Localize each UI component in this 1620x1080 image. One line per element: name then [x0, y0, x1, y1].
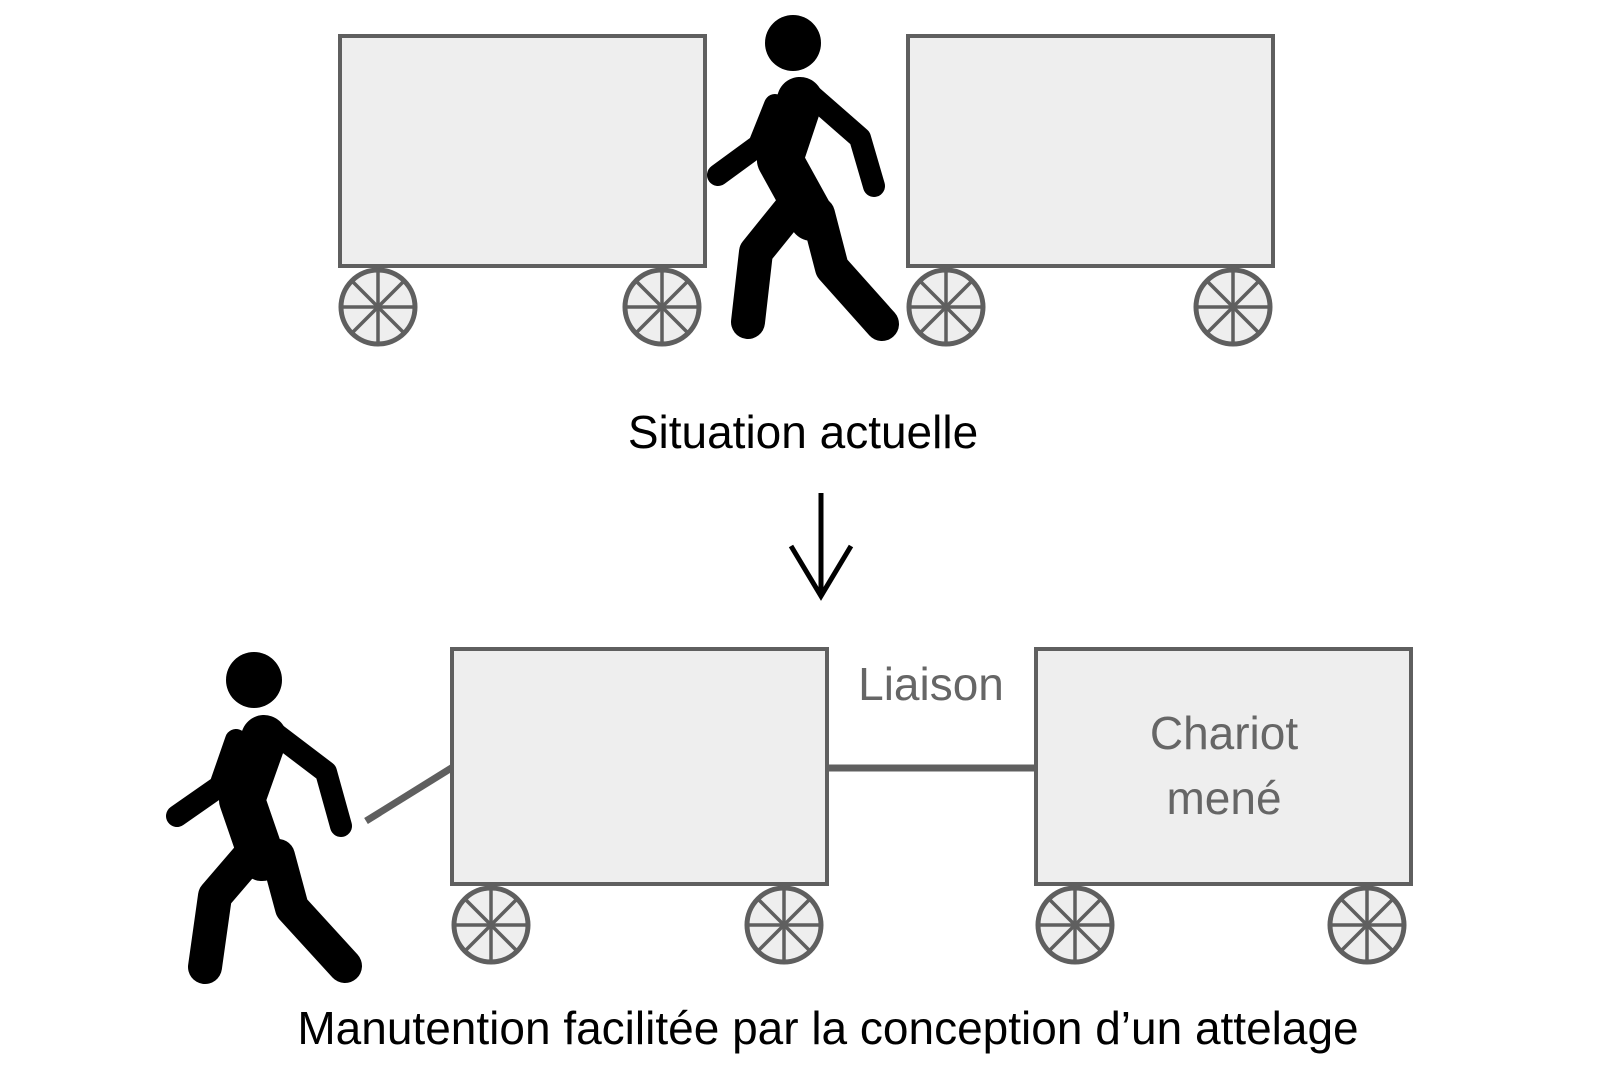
person-top-front-arm	[801, 85, 885, 197]
cart-bottom-leading-wheel-front	[744, 885, 824, 965]
person-bottom-back-arm	[166, 729, 247, 827]
led-cart-label-line2: mené	[1166, 772, 1281, 824]
cart-top-right-body	[906, 34, 1275, 268]
walking-person-top	[707, 15, 899, 341]
person-top-head	[765, 15, 821, 71]
down-arrow-icon	[788, 493, 854, 601]
cart-top-left-wheel-rear	[338, 267, 418, 347]
person-bottom-front-leg	[261, 839, 362, 983]
cart-top-left-wheel-front	[622, 267, 702, 347]
cart-top-right-wheel-front-spoke	[1207, 281, 1259, 333]
caption-hitch-solution: Manutention facilitée par la conception …	[297, 1002, 1358, 1054]
cart-top-right-wheel-rear-spoke	[920, 281, 972, 333]
person-bottom-front-arm	[265, 723, 352, 837]
person-bottom-head	[226, 652, 282, 708]
cart-bottom-leading	[450, 647, 829, 965]
hitch-solution-scene: Chariot mené Liaison Manutention facilit…	[166, 647, 1413, 1054]
tow-bar	[364, 764, 455, 824]
cart-top-left	[338, 34, 707, 347]
cart-top-right	[906, 34, 1275, 347]
cart-bottom-leading-body	[450, 647, 829, 886]
cart-bottom-leading-wheel-rear	[451, 885, 531, 965]
cart-bottom-led-wheel-rear-spoke	[1049, 899, 1101, 951]
cart-top-right-wheel-front	[1193, 267, 1273, 347]
link-label: Liaison	[858, 658, 1004, 710]
walking-person-bottom	[166, 652, 362, 984]
cart-top-right-wheel-rear	[906, 267, 986, 347]
cart-top-left-wheel-rear-spoke	[352, 281, 404, 333]
cart-bottom-led-wheel-front	[1327, 885, 1407, 965]
person-top-back-arm	[707, 94, 786, 186]
cart-top-left-body	[338, 34, 707, 268]
led-cart-label-line1: Chariot	[1150, 707, 1299, 759]
caption-current-situation: Situation actuelle	[628, 406, 978, 458]
current-situation-scene: Situation actuelle	[338, 15, 1275, 458]
cart-bottom-leading-wheel-front-spoke	[758, 899, 810, 951]
cart-bottom-led-wheel-rear	[1035, 885, 1115, 965]
cart-top-left-wheel-front-spoke	[636, 281, 688, 333]
cart-bottom-leading-wheel-rear-spoke	[465, 899, 517, 951]
cart-bottom-led-body	[1034, 647, 1413, 886]
person-bottom-back-leg	[188, 829, 275, 984]
cart-bottom-led: Chariot mené	[1034, 647, 1413, 965]
person-top-front-leg	[801, 197, 899, 341]
person-top-back-leg	[731, 183, 815, 339]
cart-bottom-led-wheel-front-spoke	[1341, 899, 1393, 951]
